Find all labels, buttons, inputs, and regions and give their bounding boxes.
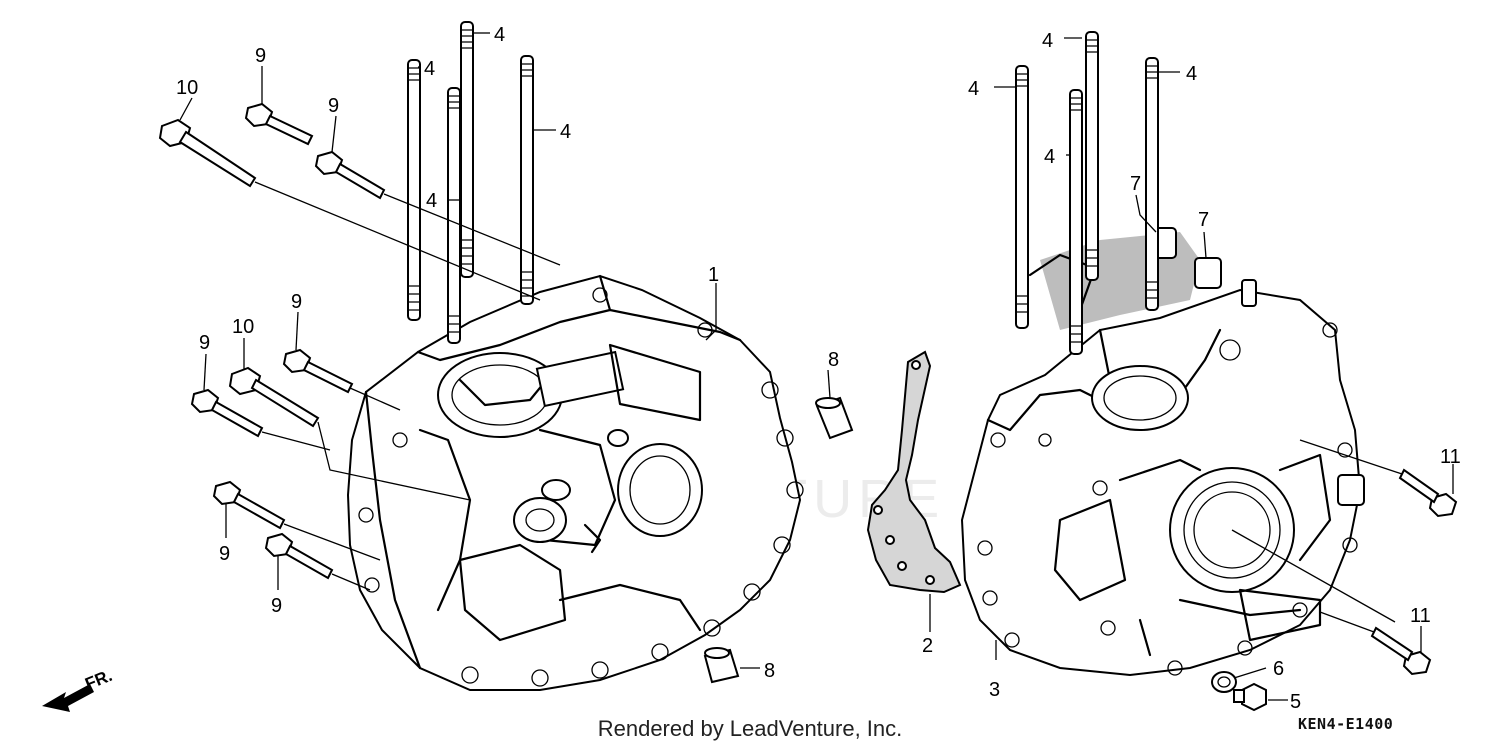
arrow-icon: [42, 684, 94, 712]
callout-9[interactable]: 9: [328, 95, 339, 117]
callout-4[interactable]: 4: [560, 121, 571, 143]
callout-5[interactable]: 5: [1290, 691, 1301, 713]
callout-9[interactable]: 9: [255, 45, 266, 67]
callout-11[interactable]: 11: [1440, 446, 1461, 468]
callout-4[interactable]: 4: [968, 78, 979, 100]
callout-8[interactable]: 8: [828, 349, 839, 371]
callout-2[interactable]: 2: [922, 635, 933, 657]
diagram-code: KEN4-E1400: [1298, 715, 1394, 733]
front-label: FR.: [82, 666, 115, 694]
callout-9[interactable]: 9: [271, 595, 282, 617]
callout-8[interactable]: 8: [764, 660, 775, 682]
callout-6[interactable]: 6: [1273, 658, 1284, 680]
callout-1[interactable]: 1: [708, 264, 719, 286]
callout-4[interactable]: 4: [1186, 63, 1197, 85]
drain-bolt-and-washer[interactable]: [1211, 671, 1267, 712]
callout-9[interactable]: 9: [219, 543, 230, 565]
credit-text: Rendered by LeadVenture, Inc.: [597, 716, 903, 741]
callout-leaders: [179, 32, 1454, 701]
dowel-pins[interactable]: [703, 396, 854, 684]
callout-7[interactable]: 7: [1198, 209, 1209, 231]
front-direction-arrow: FR.: [42, 666, 115, 712]
callout-10[interactable]: 10: [176, 77, 198, 99]
callout-4[interactable]: 4: [1042, 30, 1053, 52]
callout-4[interactable]: 4: [494, 24, 505, 46]
callout-4[interactable]: 4: [1044, 146, 1055, 168]
stud-bolts[interactable]: [407, 21, 1159, 355]
callout-9[interactable]: 9: [199, 332, 210, 354]
callout-4[interactable]: 4: [424, 58, 435, 80]
callout-3[interactable]: 3: [989, 679, 1000, 701]
callout-4[interactable]: 4: [426, 190, 437, 212]
callout-7[interactable]: 7: [1130, 173, 1141, 195]
crankcase-gasket[interactable]: [866, 350, 962, 594]
callout-10[interactable]: 10: [232, 316, 254, 338]
left-crankcase[interactable]: [346, 274, 804, 691]
callout-labels: 1 2 3 4 4 4 4 4 4 4 4 5 6 7 7 8 8 9 9 9 …: [176, 24, 1461, 713]
callout-11[interactable]: 11: [1410, 605, 1431, 627]
callout-9[interactable]: 9: [291, 291, 302, 313]
